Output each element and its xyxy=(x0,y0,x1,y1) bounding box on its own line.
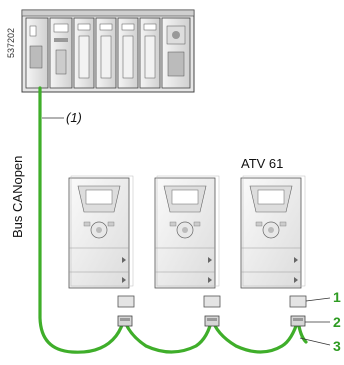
callout-2: 2 xyxy=(333,314,341,330)
tap-junction-box-icon xyxy=(290,296,306,307)
figure-id: 537202 xyxy=(6,28,16,58)
tap-junction-box-icon xyxy=(118,296,134,307)
variable-speed-drive-icon xyxy=(241,176,305,288)
variable-speed-drive-icon xyxy=(69,176,133,288)
drop-cable-2 xyxy=(212,318,298,352)
can-connector-icon xyxy=(205,316,219,326)
tap-junction-box-icon xyxy=(204,296,220,307)
callout-3: 3 xyxy=(333,338,341,354)
callout-1: 1 xyxy=(333,289,341,305)
bus-label: Bus CANopen xyxy=(10,156,25,238)
can-connector-icon xyxy=(118,316,132,326)
plc-rack-icon xyxy=(22,10,194,92)
variable-speed-drive-icon xyxy=(155,176,219,288)
cable-note: (1) xyxy=(66,110,82,125)
can-connector-icon xyxy=(291,316,305,326)
drive-model-label: ATV 61 xyxy=(241,156,283,171)
drop-cable-1 xyxy=(124,318,212,352)
